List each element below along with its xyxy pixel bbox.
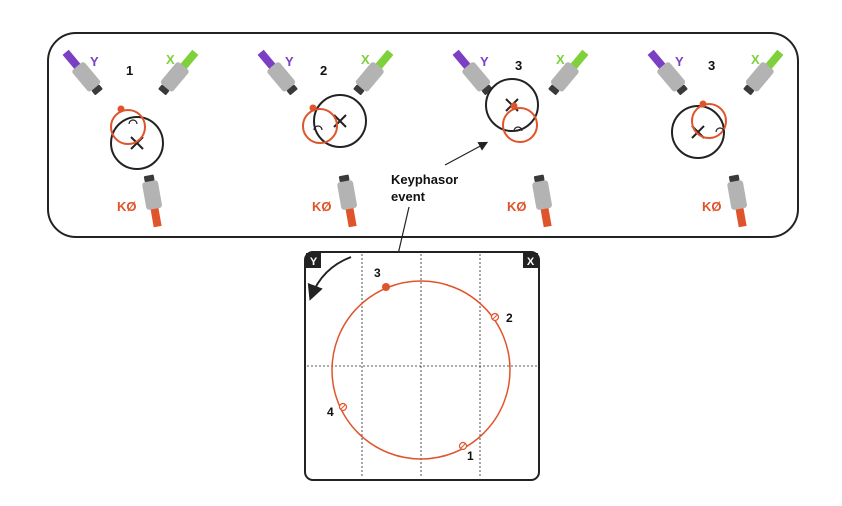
keyphasor-label-line1: Keyphasor <box>391 172 458 187</box>
orbit-path-circle <box>302 108 338 144</box>
shaft-panel-1: Y X KØ 1 <box>59 47 202 228</box>
y-probe-label: Y <box>285 54 294 69</box>
shaft-panel-2: Y X KØ 2 <box>254 47 397 228</box>
keyphasor-label-line2: event <box>391 189 426 204</box>
x-probe-label: X <box>751 52 760 67</box>
shaft-circle <box>485 78 539 132</box>
orbit-path-circle <box>502 107 538 143</box>
shaft-circle <box>110 116 164 170</box>
shaft-center-mark <box>691 125 705 139</box>
corner-x-label: X <box>527 256 535 268</box>
orbit-point-2-label: 2 <box>506 311 513 325</box>
keyphasor-dot <box>699 100 707 108</box>
panels: Y X KØ 1 Y X KØ 2 Y X KØ 3 Y X KØ 3 <box>59 47 787 228</box>
shaft-panel-4: Y X KØ 3 <box>644 47 787 228</box>
orbit-point-1-label: 1 <box>467 449 474 463</box>
orbit-path-circle <box>110 109 146 145</box>
keyphasor-probe-label: KØ <box>507 199 527 214</box>
orbit-point-2-slash <box>492 314 498 320</box>
step-number: 2 <box>320 63 327 78</box>
orbit-plot: Y X 3 2 4 1 <box>304 251 540 481</box>
keyphasor-dot <box>510 102 518 110</box>
orbit-path-circle <box>691 103 727 139</box>
x-probe-label: X <box>361 52 370 67</box>
panel-container <box>47 32 799 238</box>
orbit-point-3-label: 3 <box>374 266 381 280</box>
keyphasor-arrow-to-panel <box>444 141 489 166</box>
shaft-notch <box>313 125 323 131</box>
orbit-point-4-slash <box>340 404 346 410</box>
x-probe-label: X <box>556 52 565 67</box>
y-probe-label: Y <box>480 54 489 69</box>
shaft-panel-3: Y X KØ 3 <box>449 47 592 228</box>
step-number: 1 <box>126 63 133 78</box>
orbit-point-3 <box>382 283 390 291</box>
keyphasor-dot <box>309 104 317 112</box>
step-number: 3 <box>515 58 522 73</box>
orbit-point-1-slash <box>460 443 466 449</box>
keyphasor-probe-label: KØ <box>702 199 722 214</box>
orbit-point-4-label: 4 <box>327 405 334 419</box>
orbit-circle <box>331 280 511 460</box>
shaft-notch <box>715 127 725 133</box>
keyphasor-dot <box>117 105 125 113</box>
y-probe-label: Y <box>90 54 99 69</box>
keyphasor-probe-label: KØ <box>117 199 137 214</box>
shaft-notch <box>513 126 523 132</box>
y-probe-label: Y <box>675 54 684 69</box>
step-number: 3 <box>708 58 715 73</box>
corner-y-box <box>306 253 321 268</box>
corner-y-label: Y <box>310 256 318 268</box>
keyphasor-probe-label: KØ <box>312 199 332 214</box>
rotation-arrow <box>307 256 352 301</box>
shaft-notch <box>128 119 138 125</box>
corner-x-box <box>523 253 538 268</box>
shaft-circle <box>313 94 367 148</box>
x-probe-label: X <box>166 52 175 67</box>
orbit-plot-frame <box>304 251 540 481</box>
